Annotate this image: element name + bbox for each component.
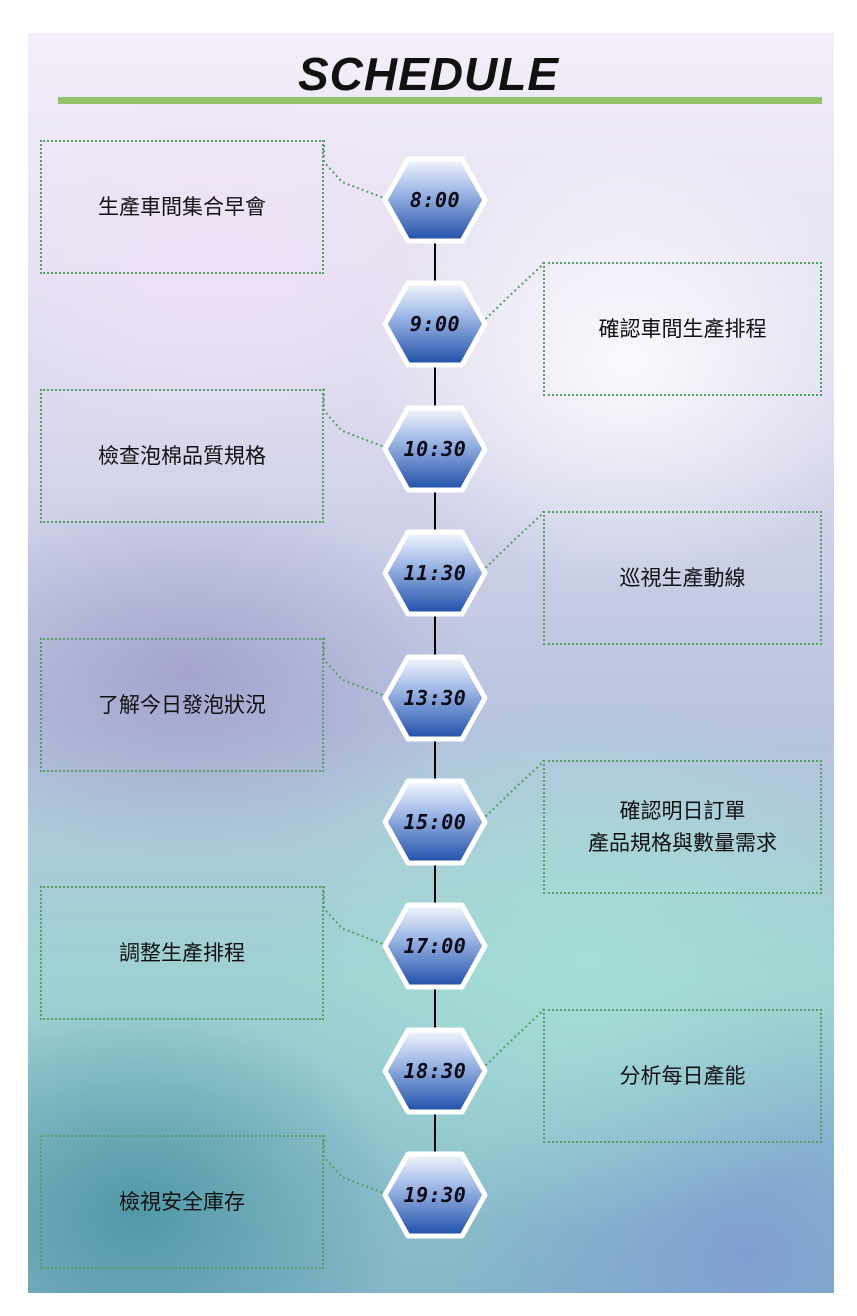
task-label: 了解今日發泡狀況 (98, 692, 266, 717)
time-node: 19:30 (382, 1151, 488, 1239)
time-label: 10:30 (403, 436, 467, 461)
timeline-connector (434, 862, 436, 907)
hexagon-shape (382, 1027, 488, 1115)
time-label: 19:30 (403, 1183, 467, 1208)
time-node: 10:30 (382, 405, 488, 493)
task-box: 分析每日產能 (543, 1008, 822, 1143)
hexagon-shape (382, 1151, 488, 1239)
time-label: 17:00 (403, 934, 467, 959)
time-node: 11:30 (382, 529, 488, 617)
hexagon-shape (382, 902, 488, 990)
time-node: 18:30 (382, 1027, 488, 1115)
timeline-connector (434, 986, 436, 1031)
timeline-connector (434, 364, 436, 409)
title-underline (58, 97, 822, 104)
time-node: 17:00 (382, 902, 488, 990)
hexagon-shape (382, 654, 488, 742)
task-label: 檢視安全庫存 (119, 1190, 245, 1215)
task-label: 巡視生產動線 (619, 566, 746, 591)
task-label: 調整生產排程 (119, 941, 245, 966)
time-label: 13:30 (403, 685, 467, 710)
task-label: 生產車間集合早會 (98, 195, 266, 219)
timeline-connector (434, 488, 436, 534)
time-label: 18:30 (403, 1058, 467, 1083)
hexagon-shape (382, 280, 488, 368)
time-label: 8:00 (409, 188, 461, 212)
hexagon-shape (382, 529, 488, 617)
time-node: 13:30 (382, 654, 488, 742)
time-label: 9:00 (409, 312, 461, 337)
task-box: 檢視安全庫存 (40, 1135, 324, 1270)
timeline-connector (434, 737, 436, 782)
time-node: 9:00 (382, 280, 488, 368)
task-label: 確認車間生產排程 (598, 317, 767, 342)
timeline-connector (434, 1110, 436, 1156)
task-box: 確認車間生產排程 (543, 262, 822, 397)
hexagon-shape (382, 778, 488, 866)
task-box: 了解今日發泡狀況 (40, 637, 324, 772)
task-box: 調整生產排程 (40, 886, 324, 1021)
timeline-connector (434, 613, 436, 658)
task-label: 檢查泡棉品質規格 (98, 443, 266, 468)
task-box: 生產車間集合早會 (40, 140, 324, 274)
hexagon-shape (382, 156, 488, 244)
page-title: SCHEDULE (297, 48, 560, 100)
hexagon-shape (382, 405, 488, 493)
task-label: 分析每日產能 (619, 1063, 746, 1088)
task-box: 檢查泡棉品質規格 (40, 388, 324, 523)
time-label: 11:30 (403, 561, 467, 586)
time-label: 15:00 (403, 810, 467, 834)
task-box: 巡視生產動線 (543, 511, 822, 646)
task-box: 確認明日訂單 產品規格與數量需求 (543, 760, 822, 894)
time-node: 8:00 (382, 156, 488, 244)
task-label: 確認明日訂單 產品規格與數量需求 (588, 799, 777, 855)
time-node: 15:00 (382, 778, 488, 866)
timeline-connector (434, 240, 436, 285)
